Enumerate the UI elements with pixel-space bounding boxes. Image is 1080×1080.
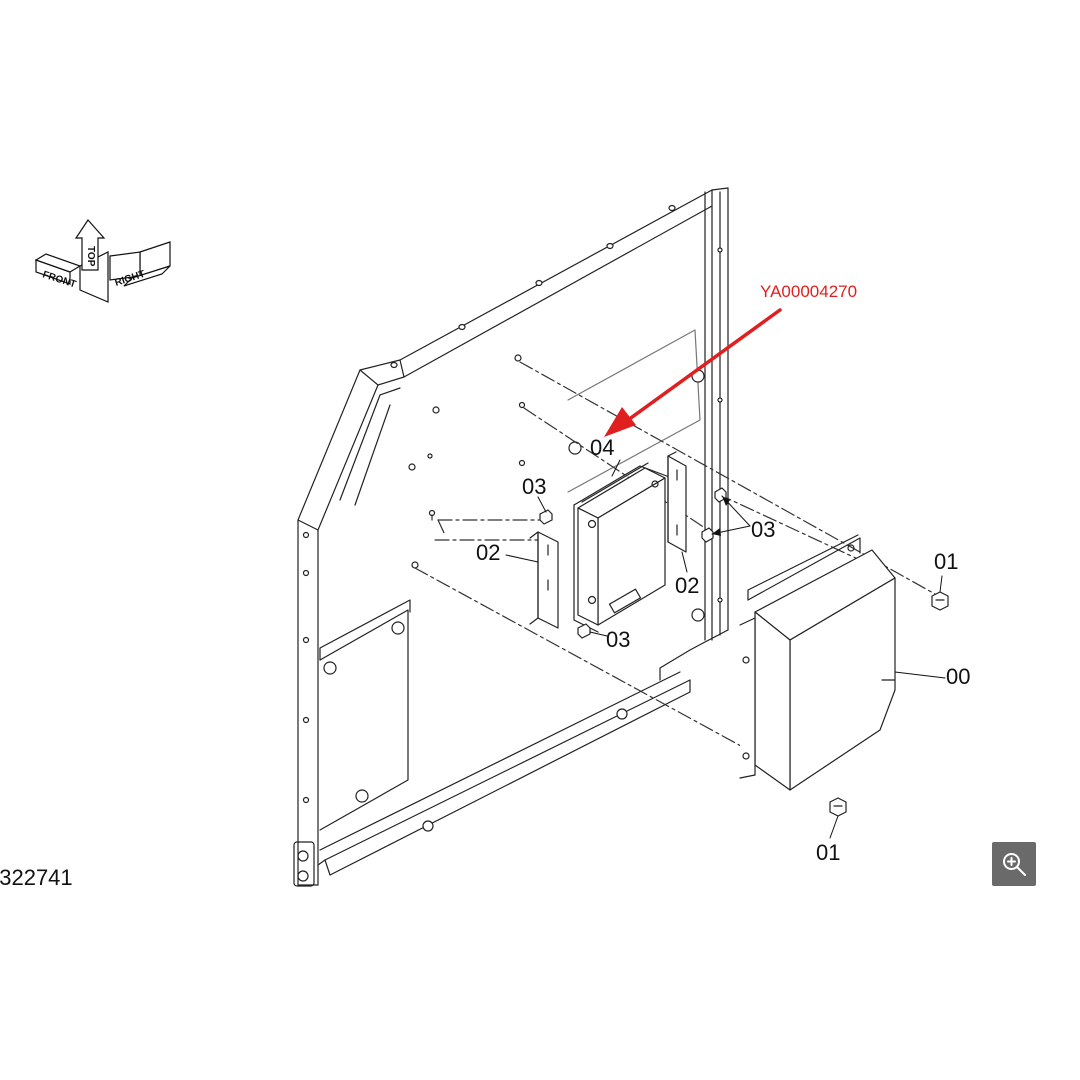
part-label-01-top: 01 [934, 549, 959, 574]
part-label-02-left: 02 [476, 540, 501, 565]
controller-unit [573, 462, 673, 633]
callout-part-number: YA00004270 [760, 282, 858, 301]
orientation-arrows-icon: FRONT TOP RIGHT [30, 216, 175, 306]
part-label-03-bottom: 03 [606, 627, 631, 652]
part-label-00: 00 [946, 664, 971, 689]
zoom-in-icon [1003, 853, 1026, 876]
orientation-top-label: TOP [85, 246, 96, 267]
callout-arrow [604, 308, 782, 437]
part-label-02-right: 02 [675, 573, 700, 598]
part-label-01-bottom: 01 [816, 840, 841, 865]
bracket-right [667, 451, 687, 553]
zoom-button[interactable] [992, 842, 1036, 886]
leader-arrowheads [712, 496, 730, 536]
bracket-left [529, 531, 559, 629]
cover-box [739, 534, 896, 791]
screws [539, 487, 727, 639]
part-label-03-top: 03 [522, 474, 547, 499]
part-label-04: 04 [590, 435, 615, 460]
part-label-03-right: 03 [751, 517, 776, 542]
mounting-plate [293, 187, 729, 887]
